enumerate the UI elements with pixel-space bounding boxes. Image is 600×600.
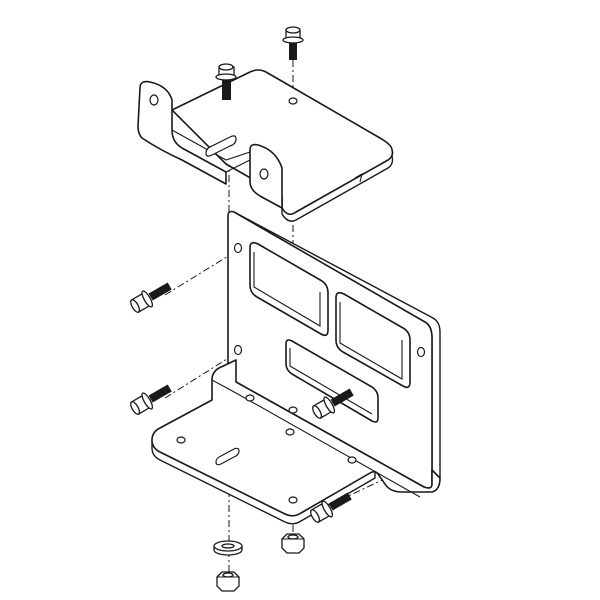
hex-nut-icon [281, 533, 305, 554]
flange-bolt-icon [130, 384, 172, 415]
flat-washer-icon [213, 540, 243, 556]
top-mounting-plate [137, 69, 394, 222]
bottom-base-plate [151, 359, 441, 525]
flange-bolt-icon [215, 63, 237, 100]
hex-nut-icon [216, 571, 240, 592]
flange-bolt-icon [130, 282, 172, 313]
flange-bolt-icon [310, 492, 352, 523]
flange-bolt-icon [282, 26, 304, 60]
flange-bolt-icon [312, 388, 354, 419]
